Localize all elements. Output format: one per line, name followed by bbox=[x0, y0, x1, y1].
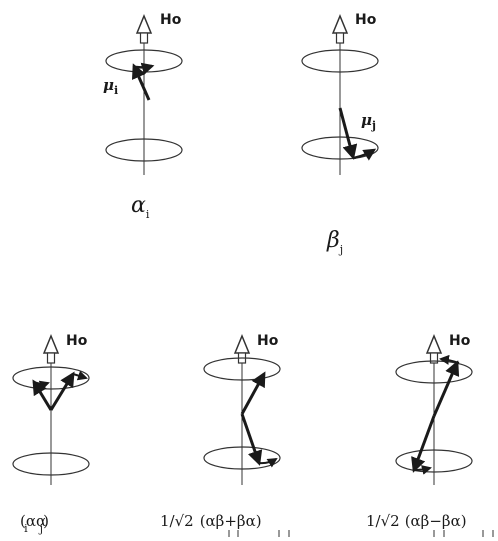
field-arrow-icon bbox=[331, 14, 349, 34]
magnetic-moment-arrow bbox=[240, 371, 266, 415]
spin-alpha-i: Ho μi αi bbox=[103, 12, 183, 221]
state-label: 1/√2(αβ+βα) bbox=[160, 512, 262, 530]
moment-label: μj bbox=[361, 111, 376, 132]
precession-cone-bottom bbox=[203, 446, 281, 470]
magnetic-moment-arrow bbox=[432, 360, 460, 417]
precession-arrow bbox=[413, 465, 432, 475]
precession-arrow bbox=[258, 457, 278, 468]
precession-arrow bbox=[439, 354, 460, 365]
index-ticks bbox=[433, 530, 494, 537]
precession-cone-bottom bbox=[12, 452, 90, 476]
magnetic-moment-arrow bbox=[32, 379, 53, 411]
spin-beta-j: Ho μj βj bbox=[301, 12, 379, 256]
state-label: βj bbox=[326, 228, 343, 256]
field-arrow-icon bbox=[425, 334, 443, 354]
magnetic-moment-arrow bbox=[49, 371, 75, 411]
state-label: αi bbox=[131, 193, 150, 221]
state-symmetric: Ho 1/√2(αβ+βα) bbox=[160, 333, 290, 537]
field-label: Ho bbox=[160, 12, 182, 28]
precession-cone-bottom bbox=[105, 138, 183, 162]
field-label: Ho bbox=[355, 12, 377, 28]
precession-cone-bottom bbox=[395, 449, 473, 473]
precession-arrow bbox=[135, 62, 155, 75]
magnetic-moment-arrow bbox=[131, 63, 151, 101]
field-label: Ho bbox=[66, 333, 88, 349]
precession-cone-top bbox=[12, 366, 90, 390]
precession-cone-top bbox=[203, 357, 281, 381]
index-ticks bbox=[228, 530, 290, 537]
precession-cone-top bbox=[301, 49, 379, 73]
field-arrow-icon bbox=[42, 334, 60, 354]
field-arrow-icon bbox=[135, 14, 153, 34]
field-label: Ho bbox=[449, 333, 471, 349]
precession-cone-top bbox=[395, 360, 473, 384]
precession-arrow bbox=[72, 370, 88, 381]
state-label: 1/√2(αβ−βα) bbox=[366, 512, 467, 530]
precession-arrow bbox=[33, 380, 50, 391]
field-label: Ho bbox=[257, 333, 279, 349]
magnetic-moment-arrow bbox=[338, 107, 358, 160]
state-antisymmetric: Ho 1/√2(αβ−βα) bbox=[366, 333, 494, 537]
moment-label: μi bbox=[103, 76, 118, 97]
precession-arrow bbox=[353, 148, 377, 161]
magnetic-moment-arrow bbox=[240, 413, 263, 466]
magnetic-moment-arrow bbox=[411, 415, 436, 473]
field-arrow-icon bbox=[233, 334, 251, 354]
precession-cone-bottom bbox=[301, 136, 379, 160]
